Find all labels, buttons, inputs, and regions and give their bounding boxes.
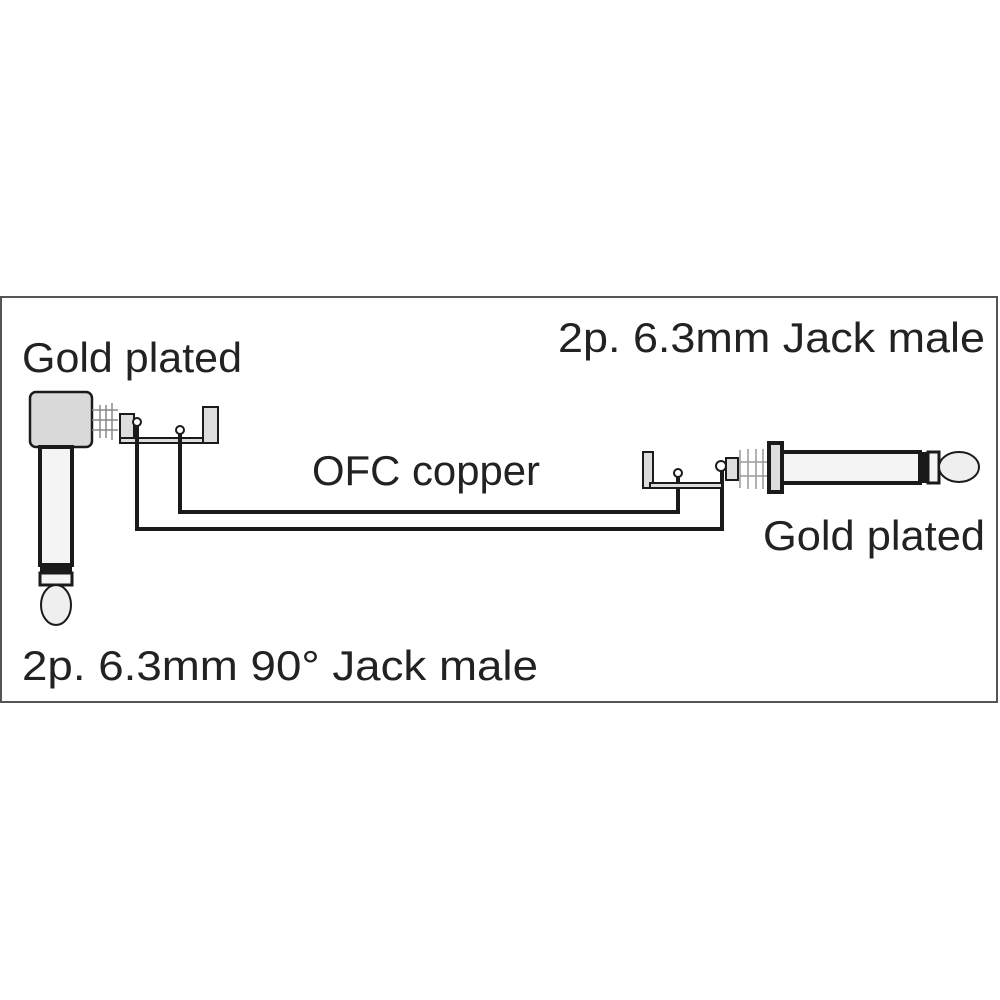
- right-connector-label: 2p. 6.3mm Jack male: [558, 314, 985, 361]
- left-connector-label: 2p. 6.3mm 90° Jack male: [22, 642, 538, 689]
- right-straight-jack-icon: [642, 441, 980, 494]
- ofc-copper-wires: [135, 426, 724, 531]
- cable-label: OFC copper: [312, 447, 540, 494]
- left-angled-jack-icon: [28, 390, 219, 626]
- left-plating-label: Gold plated: [22, 334, 242, 381]
- right-plating-label: Gold plated: [763, 512, 985, 559]
- diagram-frame: [0, 296, 998, 703]
